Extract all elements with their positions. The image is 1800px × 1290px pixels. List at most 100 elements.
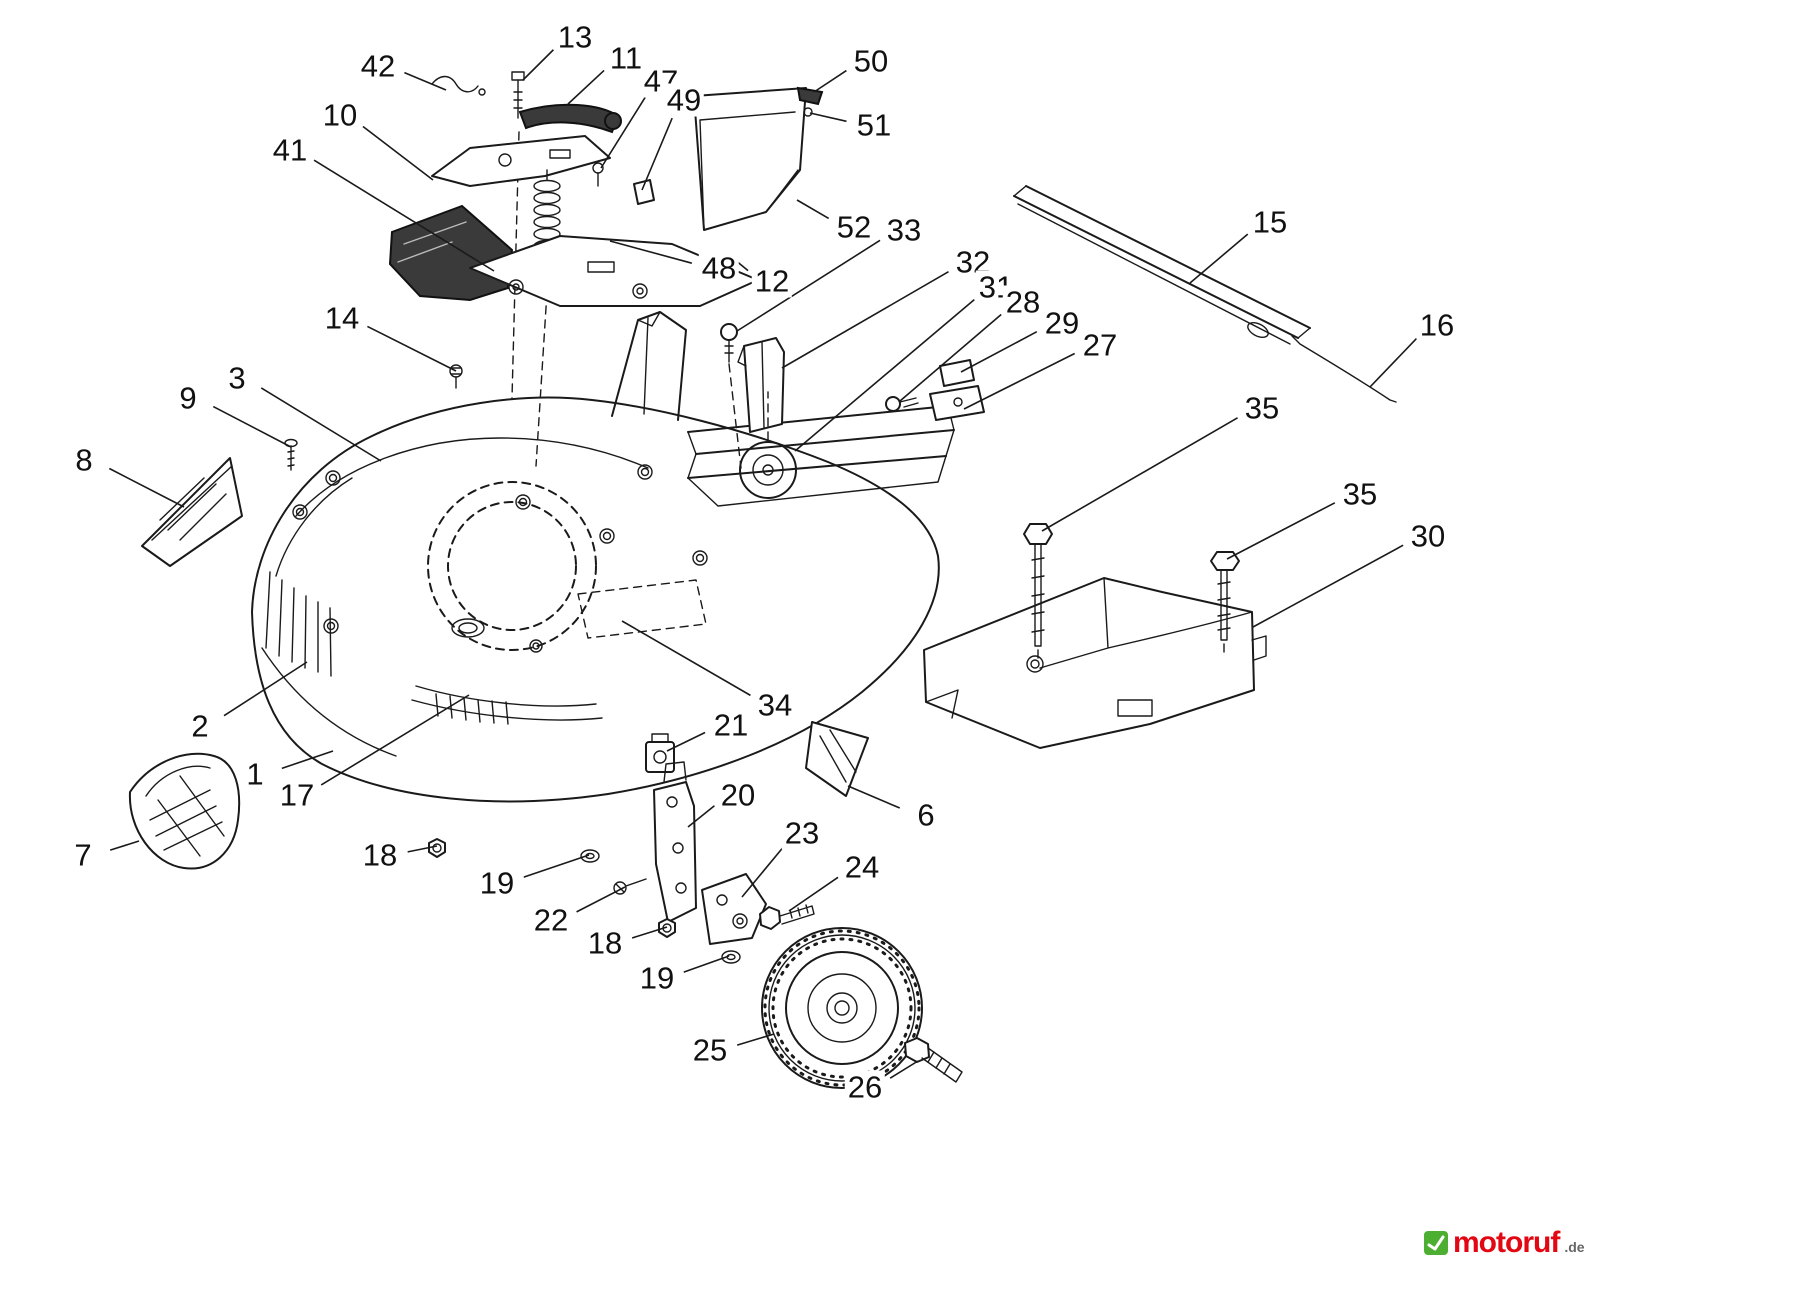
leader-line-41 xyxy=(314,160,494,271)
callout-13: 13 xyxy=(554,20,596,54)
leader-line-3 xyxy=(261,388,381,461)
leader-line-6 xyxy=(848,786,900,808)
rear-frame-drawing xyxy=(612,312,984,506)
callout-50: 50 xyxy=(850,44,892,78)
belt-cover-30-drawing xyxy=(924,578,1266,748)
callout-10: 10 xyxy=(319,98,361,132)
leader-line-47 xyxy=(601,97,645,168)
callout-18: 18 xyxy=(359,838,401,872)
watermark-motoruf: motoruf .de xyxy=(1424,1228,1585,1258)
leader-line-28 xyxy=(900,315,1001,401)
callout-19: 19 xyxy=(476,866,518,900)
callout-11: 11 xyxy=(606,41,646,75)
leader-line-13 xyxy=(523,50,553,80)
callout-19: 19 xyxy=(636,961,678,995)
callout-28: 28 xyxy=(1002,285,1044,319)
callout-21: 21 xyxy=(710,708,752,742)
leader-line-15 xyxy=(1190,234,1248,283)
leader-line-17 xyxy=(321,695,469,785)
callout-51: 51 xyxy=(853,108,895,142)
callout-6: 6 xyxy=(914,798,938,832)
leader-line-18 xyxy=(408,846,437,852)
handle-mount-assembly-drawing xyxy=(390,72,758,306)
leader-line-7 xyxy=(110,841,139,850)
callout-35: 35 xyxy=(1339,477,1381,511)
callout-35: 35 xyxy=(1241,391,1283,425)
leader-line-9 xyxy=(213,407,291,447)
leader-line-26 xyxy=(890,1061,918,1078)
leader-line-19 xyxy=(524,855,589,877)
callout-7: 7 xyxy=(71,838,95,872)
callout-16: 16 xyxy=(1416,308,1458,342)
leader-line-52 xyxy=(797,200,829,218)
leader-line-33 xyxy=(737,240,880,331)
rod-16-drawing xyxy=(1292,336,1396,402)
callout-52: 52 xyxy=(833,210,875,244)
callout-26: 26 xyxy=(844,1070,886,1104)
callout-25: 25 xyxy=(689,1033,731,1067)
leader-line-35 xyxy=(1227,503,1335,559)
callout-34: 34 xyxy=(754,688,796,722)
leader-line-14 xyxy=(367,326,456,371)
leader-line-20 xyxy=(688,806,714,827)
callout-22: 22 xyxy=(530,903,572,937)
leader-line-51 xyxy=(810,113,846,121)
callout-33: 33 xyxy=(883,213,925,247)
leader-line-22 xyxy=(577,887,625,912)
deck-housing-drawing xyxy=(252,132,939,801)
watermark-tld: .de xyxy=(1564,1239,1585,1255)
callout-47: 47 xyxy=(640,64,682,98)
leader-line-35 xyxy=(1042,418,1238,531)
callout-8: 8 xyxy=(72,443,96,477)
leader-line-32 xyxy=(782,272,949,368)
leader-line-31 xyxy=(795,300,974,451)
callout-41: 41 xyxy=(269,133,311,167)
leader-line-49 xyxy=(642,118,672,190)
leader-line-24 xyxy=(789,877,838,911)
deflector-6-drawing xyxy=(806,722,868,796)
callout-18: 18 xyxy=(584,926,626,960)
wheel-assembly-drawing xyxy=(429,734,962,1088)
callout-20: 20 xyxy=(717,778,759,812)
side-deflector-7-drawing xyxy=(130,754,239,869)
leader-line-10 xyxy=(363,126,433,180)
callout-32: 32 xyxy=(952,245,994,279)
callout-3: 3 xyxy=(225,361,249,395)
callout-27: 27 xyxy=(1079,328,1121,362)
callout-49: 49 xyxy=(663,83,705,117)
callout-12: 12 xyxy=(751,264,793,298)
leader-line-1 xyxy=(282,751,333,768)
leader-line-21 xyxy=(667,733,705,751)
leader-line-11 xyxy=(568,70,604,104)
callout-1: 1 xyxy=(243,757,267,791)
callout-30: 30 xyxy=(1407,519,1449,553)
leader-line-25 xyxy=(737,1034,774,1045)
leader-line-30 xyxy=(1253,545,1403,627)
watermark-brand: motoruf xyxy=(1453,1226,1560,1259)
leader-line-29 xyxy=(961,332,1037,372)
leader-line-19 xyxy=(684,956,729,972)
callout-48: 48 xyxy=(698,251,740,285)
leader-line-16 xyxy=(1370,339,1416,387)
callout-15: 15 xyxy=(1249,205,1291,239)
leader-line-2 xyxy=(224,662,307,716)
leader-line-18 xyxy=(632,927,667,938)
leader-line-27 xyxy=(964,354,1075,409)
callout-23: 23 xyxy=(781,816,823,850)
callout-29: 29 xyxy=(1041,306,1083,340)
callout-9: 9 xyxy=(176,381,200,415)
leader-line-50 xyxy=(814,71,846,92)
leader-line-42 xyxy=(404,73,446,90)
rear-strip-15-drawing xyxy=(1014,186,1310,344)
callout-2: 2 xyxy=(188,709,212,743)
leader-line-34 xyxy=(622,621,750,695)
callout-24: 24 xyxy=(841,850,883,884)
callout-17: 17 xyxy=(276,778,318,812)
side-deflector-8-drawing xyxy=(142,458,242,566)
callout-14: 14 xyxy=(321,301,363,335)
leader-line-23 xyxy=(742,848,783,897)
leader-line-8 xyxy=(109,469,184,507)
leader-line-48 xyxy=(610,241,692,263)
